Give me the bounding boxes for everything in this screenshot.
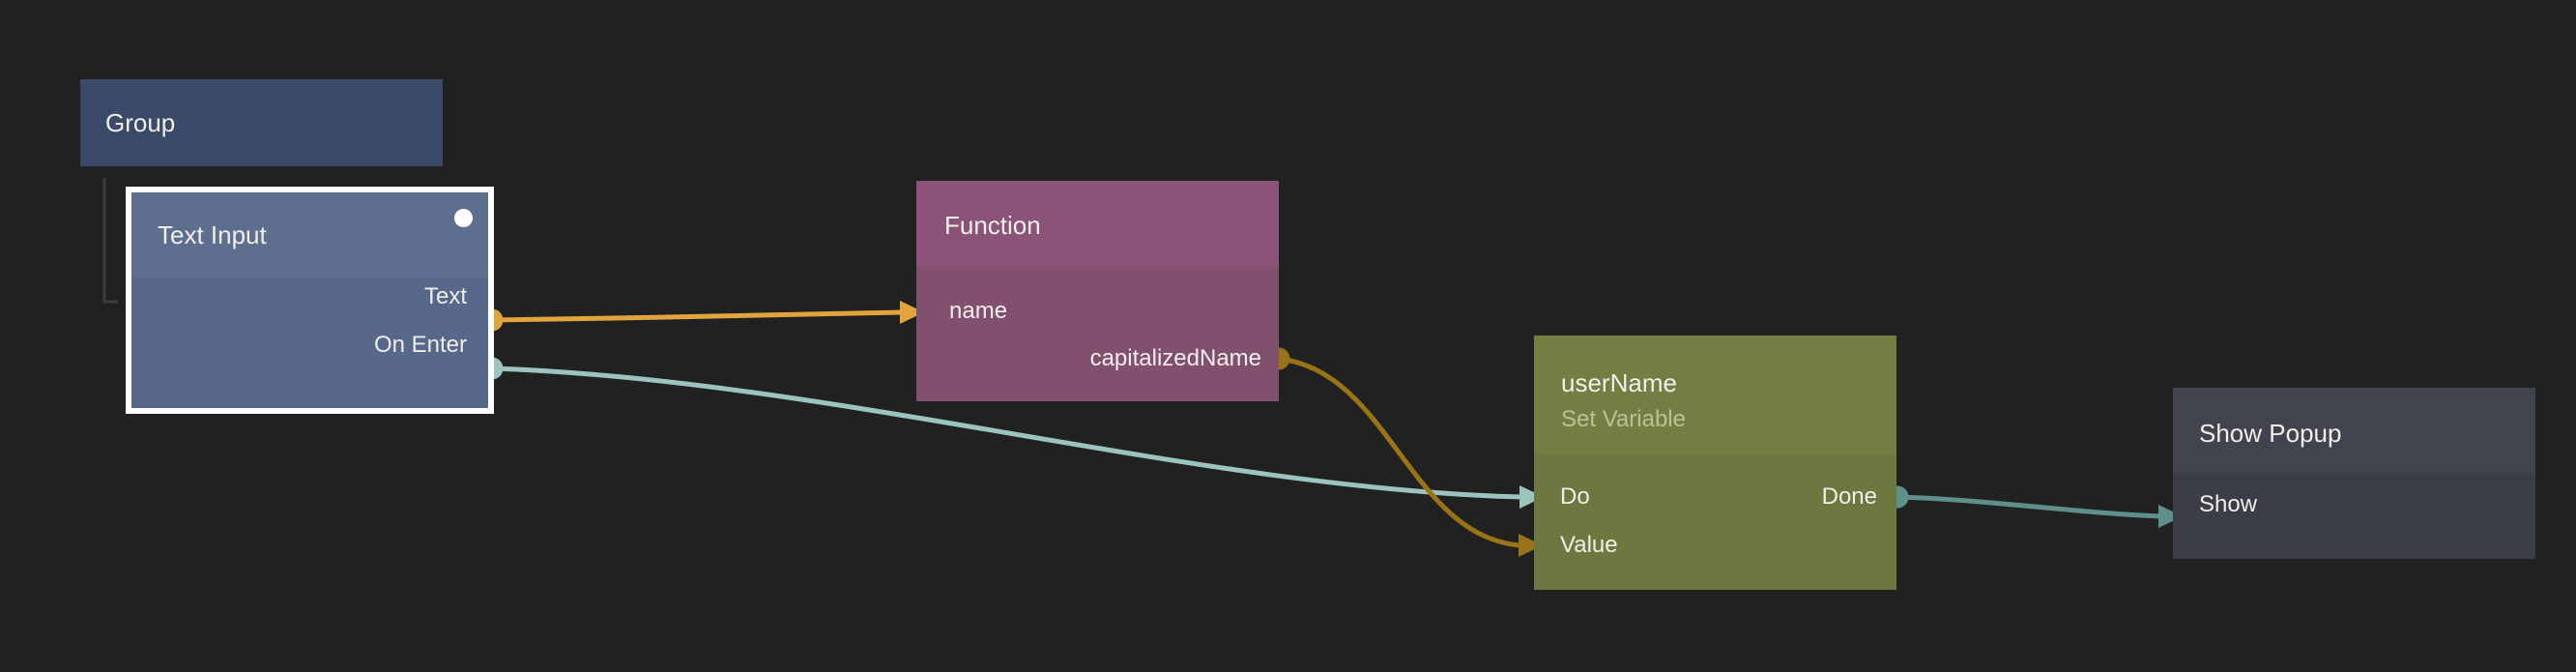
node-show-popup-body: Show: [2173, 473, 2535, 559]
node-set-variable-title: userName: [1561, 368, 1677, 397]
port-label-value[interactable]: Value: [1560, 532, 1618, 558]
group-children-connector: [102, 178, 118, 304]
connection-text-to-name[interactable]: [491, 309, 904, 323]
port-label-do[interactable]: Do: [1560, 483, 1590, 510]
node-set-variable-subtitle: Set Variable: [1561, 406, 1686, 432]
node-set-variable[interactable]: userName Set Variable Do Value Done: [1534, 336, 1896, 590]
node-set-variable-header: userName Set Variable: [1534, 336, 1896, 454]
node-function-header: Function: [916, 181, 1279, 268]
node-text-input-header: Text Input: [131, 192, 488, 278]
node-show-popup-title: Show Popup: [2199, 419, 2342, 448]
node-function[interactable]: Function name capitalizedName: [916, 181, 1279, 401]
port-label-done[interactable]: Done: [1821, 483, 1877, 510]
node-group-title: Group: [105, 108, 176, 137]
node-status-dot: [454, 209, 473, 227]
node-show-popup-header: Show Popup: [2173, 388, 2535, 473]
node-set-variable-body: Do Value Done: [1534, 454, 1896, 590]
port-label-name[interactable]: name: [949, 298, 1008, 324]
connection-onenter-to-do[interactable]: [492, 365, 1522, 500]
node-text-input[interactable]: Text Input Text On Enter: [126, 187, 494, 414]
node-group[interactable]: Group: [80, 79, 443, 166]
node-text-input-body: Text On Enter: [131, 278, 488, 408]
connection-capitalizedname-to-value[interactable]: [1278, 356, 1521, 548]
port-label-text[interactable]: Text: [423, 283, 467, 309]
node-text-input-title: Text Input: [158, 220, 267, 249]
node-function-title: Function: [944, 211, 1041, 240]
port-label-on-enter[interactable]: On Enter: [373, 332, 467, 358]
port-label-show[interactable]: Show: [2199, 491, 2258, 517]
connection-done-to-show[interactable]: [1896, 494, 2161, 519]
node-function-body: name capitalizedName: [916, 268, 1279, 401]
port-label-capitalizedname[interactable]: capitalizedName: [1089, 345, 1261, 371]
node-show-popup[interactable]: Show Popup Show: [2173, 388, 2535, 559]
